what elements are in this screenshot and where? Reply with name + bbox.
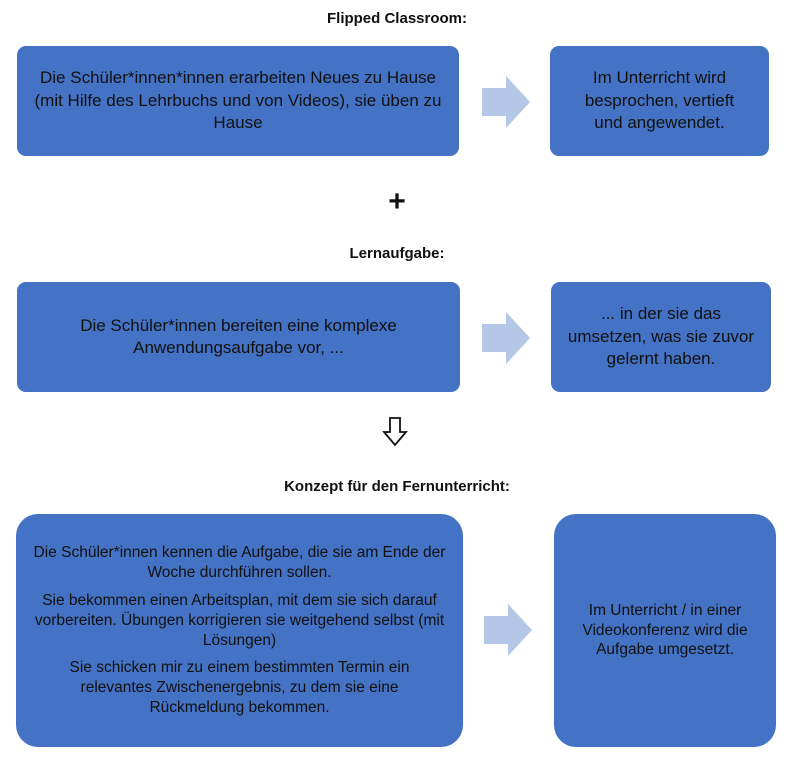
plus-icon: + — [388, 185, 406, 218]
heading-flipped-classroom: Flipped Classroom: — [326, 10, 468, 27]
outline-arrow-down-icon — [382, 417, 408, 447]
box-flipped-classroom-work: Im Unterricht wird besprochen, vertieft … — [550, 46, 769, 156]
block-arrow-right-icon — [482, 312, 530, 364]
box-lernaufgabe-prepare-text: Die Schüler*innen bereiten eine komplexe… — [80, 315, 397, 357]
konzept-paragraph-workplan: Sie bekommen einen Arbeitsplan, mit dem … — [34, 591, 445, 649]
box-konzept-plan-text: Die Schüler*innen kennen die Aufgabe, di… — [32, 543, 447, 718]
konzept-paragraph-feedback: Sie schicken mir zu einem bestimmten Ter… — [69, 659, 410, 716]
box-flipped-home-work-text: Die Schüler*innen*innen erarbeiten Neues… — [34, 68, 442, 133]
box-lernaufgabe-prepare: Die Schüler*innen bereiten eine komplexe… — [17, 282, 460, 392]
konzept-paragraph-task: Die Schüler*innen kennen die Aufgabe, di… — [33, 544, 446, 582]
box-flipped-home-work: Die Schüler*innen*innen erarbeiten Neues… — [17, 46, 459, 156]
box-flipped-classroom-work-text: Im Unterricht wird besprochen, vertieft … — [584, 68, 735, 133]
block-arrow-right-icon — [482, 76, 530, 128]
box-lernaufgabe-apply-text: ... in der sie das umsetzen, was sie zuv… — [567, 304, 755, 369]
box-lernaufgabe-apply: ... in der sie das umsetzen, was sie zuv… — [551, 282, 771, 392]
box-konzept-plan: Die Schüler*innen kennen die Aufgabe, di… — [16, 514, 463, 747]
box-konzept-videoconference: Im Unterricht / in einer Videokonferenz … — [554, 514, 776, 747]
block-arrow-right-icon — [484, 604, 532, 656]
heading-konzept-fernunterricht: Konzept für den Fernunterricht: — [284, 478, 510, 495]
heading-lernaufgabe: Lernaufgabe: — [349, 245, 445, 262]
box-konzept-videoconference-text: Im Unterricht / in einer Videokonferenz … — [582, 601, 748, 659]
